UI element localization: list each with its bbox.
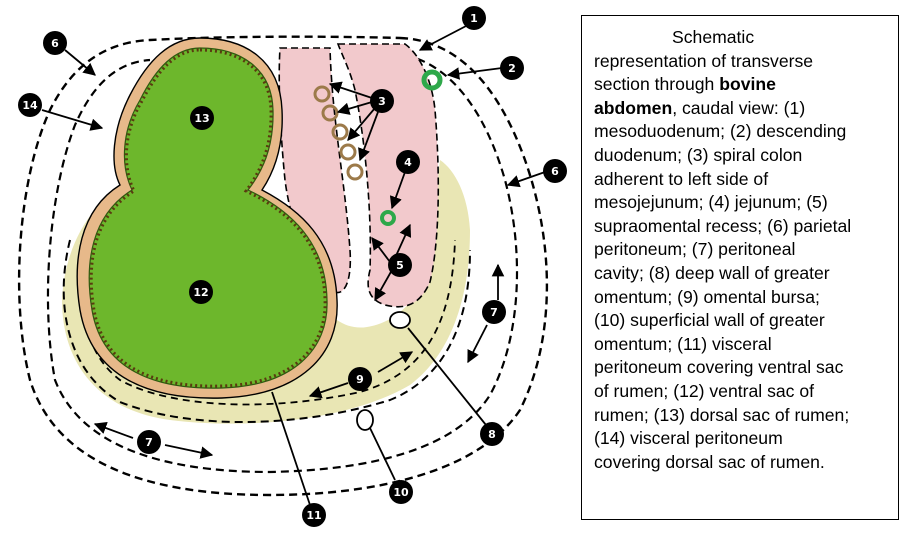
caption-line: section through bovine	[594, 73, 888, 97]
leader-7b	[467, 324, 488, 364]
leader-1	[418, 24, 469, 51]
label-12: 12	[189, 280, 213, 304]
leader-5b	[394, 223, 412, 259]
caption-line: peritoneum; (7) peritoneal	[594, 239, 796, 260]
svg-text:6: 6	[51, 37, 59, 50]
leader-5a	[371, 236, 391, 263]
leader-9b	[308, 382, 349, 399]
label-13: 13	[190, 106, 214, 130]
caption-text: section through	[594, 74, 720, 95]
leader-3c	[347, 107, 376, 141]
caption-line: mesojejunum; (4) jejunum; (5)	[594, 192, 828, 213]
caption-line: rumen; (13) dorsal sac of rumen;	[594, 404, 850, 425]
label-6-right: 6	[543, 159, 567, 183]
superficial-wall-loop	[356, 409, 374, 431]
leader-3b	[336, 101, 373, 115]
caption-line: (10) superficial wall of greater	[594, 310, 825, 331]
caption-line: representation of transverse	[594, 50, 814, 71]
label-2: 2	[500, 56, 524, 80]
caption-line: omentum; (9) omental bursa;	[594, 286, 820, 307]
svg-text:9: 9	[356, 373, 364, 386]
label-14: 14	[18, 93, 42, 117]
svg-text:14: 14	[22, 99, 38, 112]
label-7-right: 7	[482, 300, 506, 324]
leader-3d	[358, 111, 379, 162]
caption-line: omentum; (11) visceral	[594, 333, 772, 354]
caption-line: cavity; (8) deep wall of greater	[594, 262, 830, 283]
parietal-peritoneum-inner	[46, 53, 519, 474]
leader-8	[407, 327, 487, 426]
caption-bold-text: bovine	[719, 74, 776, 95]
label-3: 3	[370, 89, 394, 113]
caption-line: mesoduodenum; (2) descending	[594, 121, 847, 142]
svg-text:3: 3	[378, 95, 386, 108]
svg-text:4: 4	[404, 156, 412, 169]
label-4: 4	[396, 150, 420, 174]
svg-text:7: 7	[145, 436, 153, 449]
bovine-abdomen-diagram: 1 2 3 4 5 6 6 7 7 8 9 10 11 12 13 14	[17, 6, 567, 527]
jejunum	[380, 210, 396, 226]
caption-line: duodenum; (3) spiral colon	[594, 144, 803, 165]
leader-11	[271, 391, 311, 506]
caption-text: , caudal view: (1)	[672, 97, 806, 118]
svg-text:11: 11	[306, 509, 321, 522]
caption-line: abdomen, caudal view: (1)	[594, 97, 888, 121]
caption-line: Schematic	[672, 27, 755, 47]
deep-wall-loop	[389, 311, 411, 329]
leader-4	[389, 171, 406, 210]
caption-box: Schematic representation of transverse s…	[581, 15, 899, 520]
label-5: 5	[388, 253, 412, 277]
leader-3a	[328, 81, 373, 99]
svg-text:13: 13	[194, 112, 209, 125]
label-1: 1	[462, 6, 486, 30]
descending-duodenum	[421, 69, 443, 91]
caption-bold-text: abdomen	[594, 97, 673, 118]
leader-9a	[377, 351, 414, 373]
caption-line: of rumen; (12) ventral sac of	[594, 380, 815, 401]
caption-line: supraomental recess; (6) parietal	[594, 215, 852, 236]
svg-text:2: 2	[508, 62, 516, 75]
leader-5c	[374, 269, 393, 302]
label-7-left: 7	[137, 430, 161, 454]
leader-10	[369, 427, 396, 481]
parietal-peritoneum-outer	[17, 35, 549, 497]
leader-2	[446, 67, 503, 80]
caption-line: peritoneum covering ventral sac	[594, 357, 844, 378]
omentum-inner-edge	[81, 229, 456, 406]
leader-7d	[164, 444, 214, 459]
label-6-left: 6	[43, 31, 67, 55]
svg-text:5: 5	[396, 259, 404, 272]
svg-text:7: 7	[490, 306, 498, 319]
rumen-papillae-edge	[89, 48, 327, 388]
leader-6a	[64, 49, 96, 76]
label-8: 8	[480, 422, 504, 446]
leader-7c	[93, 422, 134, 439]
caption-line: covering dorsal sac of rumen.	[594, 451, 825, 472]
omentum-dashed-edge	[62, 239, 471, 424]
rumen-lumen	[88, 47, 328, 389]
caption-line: (14) visceral peritoneum	[594, 428, 783, 449]
leader-6b	[506, 171, 546, 188]
mesojejunum-region	[336, 43, 440, 308]
svg-text:12: 12	[193, 286, 208, 299]
leader-14	[41, 109, 104, 131]
label-11: 11	[302, 503, 326, 527]
caption-line: adherent to left side of	[594, 168, 769, 189]
label-9: 9	[348, 367, 372, 391]
svg-text:6: 6	[551, 165, 559, 178]
label-10: 10	[389, 480, 413, 504]
svg-text:1: 1	[470, 12, 478, 25]
svg-text:10: 10	[393, 486, 409, 499]
svg-text:8: 8	[488, 428, 496, 441]
